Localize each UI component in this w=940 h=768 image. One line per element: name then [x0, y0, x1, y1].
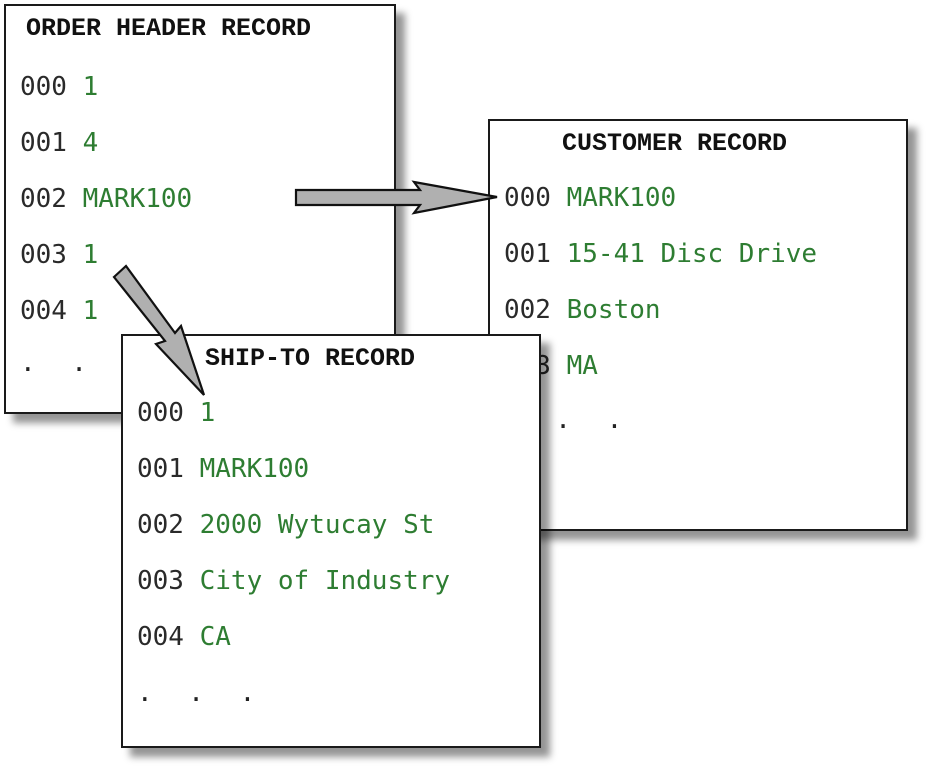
ship-to-field-003: 003 City of Industry — [137, 566, 450, 596]
order-field-001: 001 4 — [20, 128, 98, 158]
ship-to-field-000: 000 1 — [137, 398, 215, 428]
ship-to-record: SHIP-TO RECORD 000 1 001 MARK100 002 200… — [121, 334, 541, 748]
ship-to-field-004: 004 CA — [137, 622, 231, 652]
field-value: MA — [566, 351, 598, 381]
field-value: 15-41 Disc Drive — [566, 239, 818, 269]
order-field-003: 003 1 — [20, 240, 98, 270]
field-number: 001 — [137, 454, 184, 484]
field-value: City of Industry — [199, 566, 451, 596]
field-value: 1 — [82, 240, 99, 270]
order-field-002: 002 MARK100 — [20, 184, 192, 214]
field-number: 002 — [137, 510, 184, 540]
field-value: 1 — [199, 398, 216, 428]
field-value: Boston — [566, 295, 661, 325]
field-value: MARK100 — [199, 454, 310, 484]
ship-to-ellipsis: . . . — [137, 678, 266, 708]
field-number: 001 — [20, 128, 67, 158]
order-field-000: 000 1 — [20, 72, 98, 102]
field-number: 001 — [504, 239, 551, 269]
field-number: 000 — [20, 72, 67, 102]
field-number: 002 — [20, 184, 67, 214]
customer-field-002: 002 Boston — [504, 295, 661, 325]
field-value: 1 — [82, 296, 99, 326]
field-number: 004 — [137, 622, 184, 652]
field-number: 003 — [20, 240, 67, 270]
order-field-004: 004 1 — [20, 296, 98, 326]
customer-record: CUSTOMER RECORD 000 MARK100 001 15-41 Di… — [488, 119, 908, 531]
field-value: 1 — [82, 72, 99, 102]
field-number: 000 — [137, 398, 184, 428]
field-value: 4 — [82, 128, 99, 158]
field-value: 2000 Wytucay St — [199, 510, 435, 540]
ship-to-field-001: 001 MARK100 — [137, 454, 309, 484]
customer-field-000: 000 MARK100 — [504, 183, 676, 213]
order-header-title: ORDER HEADER RECORD — [26, 14, 312, 43]
field-number: 004 — [20, 296, 67, 326]
customer-title: CUSTOMER RECORD — [562, 129, 788, 158]
field-number: 002 — [504, 295, 551, 325]
customer-field-001: 001 15-41 Disc Drive — [504, 239, 817, 269]
field-value: MARK100 — [82, 184, 193, 214]
field-value: MARK100 — [566, 183, 677, 213]
ship-to-title: SHIP-TO RECORD — [205, 344, 416, 373]
ship-to-field-002: 002 2000 Wytucay St — [137, 510, 434, 540]
field-value: CA — [199, 622, 231, 652]
field-number: 000 — [504, 183, 551, 213]
field-number: 003 — [137, 566, 184, 596]
